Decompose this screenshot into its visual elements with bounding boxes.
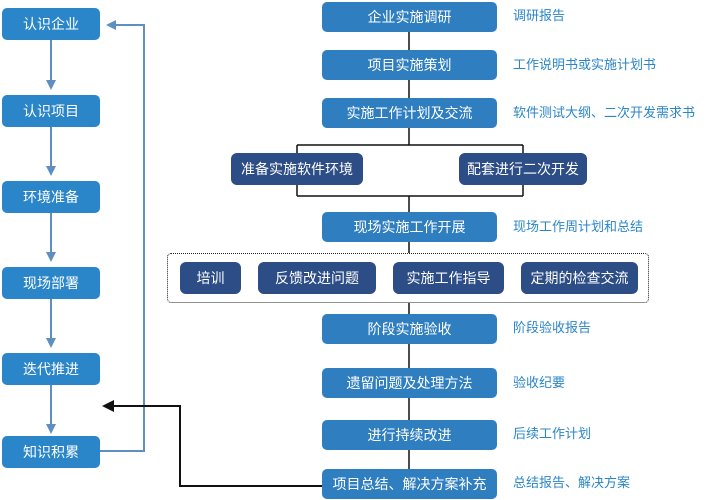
note-acceptance-minutes: 验收纪要 [513,376,566,391]
step-project-planning: 项目实施策划 [322,50,497,80]
left-step-knowledge: 知识积累 [2,436,100,468]
step-work-plan: 实施工作计划及交流 [322,98,497,128]
step-continuous-improvement: 进行持续改进 [322,420,497,450]
group-inspection: 定期的检查交流 [521,262,638,294]
group-training: 培训 [180,262,241,294]
main-flow-connectors [296,32,524,469]
step-stage-acceptance: 阶段实施验收 [322,314,497,344]
note-acceptance-report: 阶段验收报告 [513,321,592,336]
step-project-summary: 项目总结、解决方案补充 [322,469,497,499]
branch-software-env: 准备实施软件环境 [231,153,363,185]
step-remaining-issues: 遗留问题及处理方法 [322,368,497,398]
step-onsite-work: 现场实施工作开展 [322,212,497,242]
left-step-iterate: 迭代推进 [2,353,100,385]
note-summary-report: 总结报告、解决方案 [513,476,631,491]
branch-secondary-dev: 配套进行二次开发 [459,153,587,185]
left-step-deploy: 现场部署 [2,267,100,299]
group-feedback: 反馈改进问题 [258,262,376,294]
note-test-outline: 软件测试大纲、二次开发需求书 [513,106,696,121]
group-guidance: 实施工作指导 [393,262,504,294]
left-step-know-project: 认识项目 [2,95,100,127]
left-step-know-company: 认识企业 [2,8,100,40]
feedback-arrow [102,400,322,487]
note-survey-report: 调研报告 [513,9,566,24]
onsite-activities-group [167,253,649,303]
step-company-survey: 企业实施调研 [322,2,497,32]
note-weekly-plan: 现场工作周计划和总结 [513,220,644,235]
left-step-environment: 环境准备 [2,181,100,213]
note-followup-plan: 后续工作计划 [513,427,592,442]
loop-back-arrow [100,20,145,452]
note-work-statement: 工作说明书或实施计划书 [513,58,657,73]
